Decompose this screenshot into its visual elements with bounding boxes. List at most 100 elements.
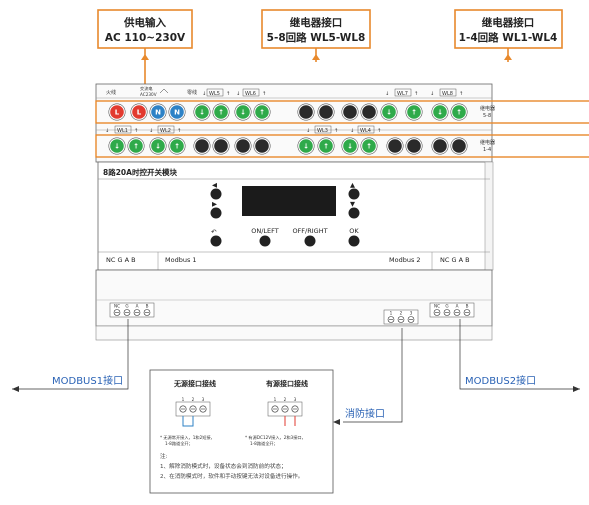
top-terminal-mark-7: ↓: [240, 109, 246, 117]
active-note-2: 1-8路道全开；: [250, 440, 278, 447]
top-terminal-mark-13: ↓: [386, 109, 392, 117]
on-left-label: ON/LEFT: [251, 227, 279, 235]
bottom-terminal-fill-16: [452, 139, 466, 153]
relay58-callout-line2: 5-8回路 WL5-WL8: [267, 31, 366, 44]
interface-leaders: [12, 319, 580, 423]
relay14-row-outline: [95, 134, 589, 158]
right-up-button[interactable]: [348, 188, 360, 200]
on-left-button[interactable]: [259, 235, 271, 247]
supply-label-line2: AC230V: [140, 92, 157, 97]
bottom-row-label-line2: 1-4: [483, 147, 491, 153]
wl7-label: WL7: [397, 91, 408, 97]
bottom-terminal-mark-10: ↑: [323, 143, 329, 151]
top-labels: 火线 零线 交流电 AC230V ↓ WL5 ↑ ↓ WL6 ↑ ↓ WL7 ↑…: [105, 85, 463, 134]
passive-num-3: 3: [202, 397, 205, 402]
left-up-button[interactable]: [210, 188, 222, 200]
svg-text:↑: ↑: [262, 91, 266, 97]
passive-note-1: * 无源常开接入，1和2短接，: [160, 434, 215, 441]
wl2-label: WL2: [160, 128, 171, 134]
bottom-terminal-fill-1: [110, 139, 124, 153]
modbus1-label: MODBUS1接口: [52, 374, 123, 387]
wl8-label: WL8: [442, 91, 453, 97]
ok-button[interactable]: [348, 235, 360, 247]
top-terminal-fill-13: [382, 105, 396, 119]
bottom-terminal-fill-14: [407, 139, 421, 153]
module-title: 8路20A时控开关模块: [103, 167, 177, 177]
top-terminal-fill-12: [362, 105, 376, 119]
top-terminal-fill-1: [110, 105, 124, 119]
wl1-label: WL1: [117, 128, 128, 134]
relay58-row-outline: [95, 100, 589, 124]
bottom-terminal-mark-11: ↓: [347, 143, 353, 151]
svg-text:↓: ↓: [149, 128, 153, 134]
svg-text:↓: ↓: [105, 128, 109, 134]
top-terminal-mark-1: L: [115, 109, 120, 117]
top-terminal-fill-2: [132, 105, 146, 119]
modbus1-pins: NC G A B: [106, 256, 136, 264]
fire-pin-label-2: 2: [400, 311, 403, 316]
bottom-terminal-mark-3: ↓: [155, 143, 161, 151]
top-terminal-fill-14: [407, 105, 421, 119]
live-label: 火线: [106, 89, 116, 96]
top-terminal-fill-16: [452, 105, 466, 119]
left-down-button[interactable]: [210, 207, 222, 219]
modbus2-pin-label-3: A: [456, 304, 459, 309]
svg-text:↓: ↓: [385, 91, 389, 97]
active-title: 有源接口接线: [266, 379, 308, 388]
bottom-terminal-mark-4: ↑: [174, 143, 180, 151]
ok-label: OK: [349, 227, 359, 235]
bottom-terminal-fill-12: [362, 139, 376, 153]
modbus2-name: Modbus 2: [389, 256, 421, 264]
passive-num-1: 1: [182, 397, 185, 402]
bottom-terminal-fill-4: [170, 139, 184, 153]
passive-num-2: 2: [192, 397, 195, 402]
fire-label: 消防接口: [345, 407, 385, 420]
modbus2-pins: NC G A B: [440, 256, 470, 264]
lcd-display: [242, 186, 336, 216]
active-note-1: * 有源DC12V接入，2和3接口，: [245, 434, 306, 441]
modbus2-arrowhead: [573, 386, 580, 392]
modbus1-pin-label-1: NC: [114, 304, 120, 309]
bottom-terminal-fill-10: [319, 139, 333, 153]
svg-text:↑: ↑: [334, 128, 338, 134]
svg-text:↑: ↑: [226, 91, 230, 97]
svg-text:↓: ↓: [236, 91, 240, 97]
off-right-label: OFF/RIGHT: [292, 227, 327, 235]
fire-pin-label-3: 3: [410, 311, 413, 316]
back-button[interactable]: [210, 235, 222, 247]
right-down-button[interactable]: [348, 207, 360, 219]
svg-text:↓: ↓: [202, 91, 206, 97]
active-num-1: 1: [274, 397, 277, 402]
relay58-callout-line1: 继电器接口: [290, 16, 343, 29]
top-terminal-fill-9: [299, 105, 313, 119]
supply-label-line1: 交流电: [140, 85, 153, 92]
bottom-terminal-fill-7: [236, 139, 250, 153]
top-terminal-mark-2: L: [137, 109, 142, 117]
top-terminal-fill-7: [236, 105, 250, 119]
off-right-button[interactable]: [304, 235, 316, 247]
power-arrowhead: [141, 54, 149, 60]
relay58-callout: 继电器接口 5-8回路 WL5-WL8: [261, 9, 371, 49]
bottom-terminal-mark-12: ↑: [366, 143, 372, 151]
relay14-arrowhead: [504, 54, 512, 60]
top-row-label-line1: 继电器: [480, 105, 495, 112]
bottom-terminal-fill-13: [388, 139, 402, 153]
top-terminal-fill-4: [170, 105, 184, 119]
wl4-label: WL4: [360, 128, 371, 134]
modbus2-block: [429, 302, 475, 318]
bottom-terminal-mark-2: ↑: [133, 143, 139, 151]
svg-text:↑: ↑: [377, 128, 381, 134]
passive-note-2: 1-8路道全开；: [165, 440, 193, 447]
left-arrow-icon: ◀: [212, 181, 217, 189]
modbus1-block: [109, 302, 155, 318]
bottom-terminal-fill-9: [299, 139, 313, 153]
svg-text:↑: ↑: [177, 128, 181, 134]
top-terminal-fill-15: [433, 105, 447, 119]
modbus2-pin-label-4: B: [466, 304, 469, 309]
svg-text:↓: ↓: [306, 128, 310, 134]
relay14-callout-line1: 继电器接口: [482, 16, 535, 29]
